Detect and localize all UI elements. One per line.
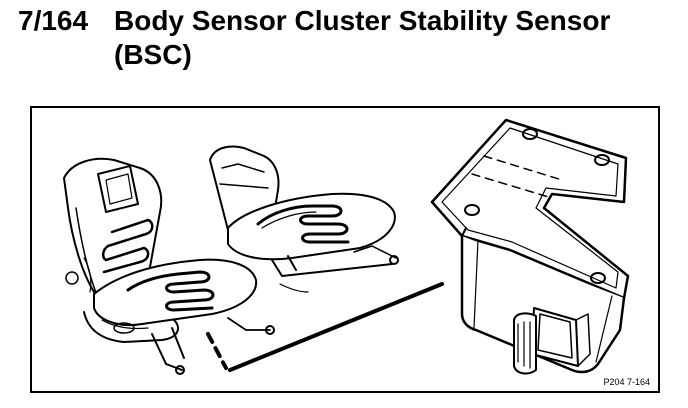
- section-number: 7/164: [18, 5, 89, 36]
- section-title: Body Sensor Cluster Stability Sensor (BS…: [114, 5, 611, 70]
- figure-code: P204 7-164: [603, 377, 650, 387]
- leader-line: [206, 282, 444, 372]
- front-seat-drawing: [63, 157, 309, 375]
- seat-and-sensor-illustration: [63, 118, 630, 375]
- figure-frame: P204 7-164: [30, 106, 660, 393]
- rear-seat-drawing: [209, 145, 399, 277]
- bsc-sensor-drawing: [430, 118, 630, 375]
